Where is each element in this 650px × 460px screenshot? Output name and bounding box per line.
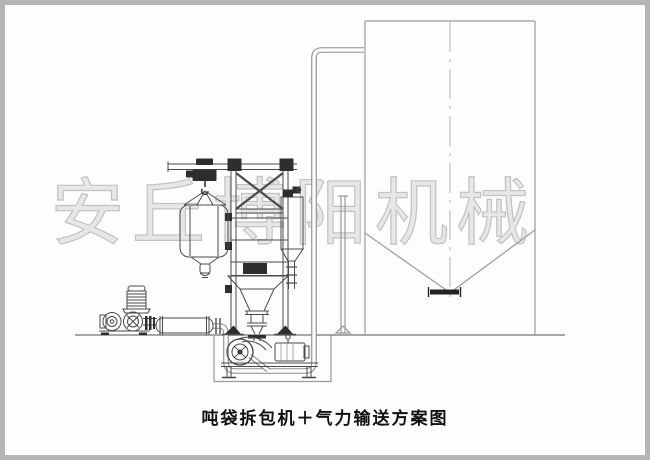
pipe-support-post <box>334 195 352 334</box>
discharge-cone <box>239 288 275 312</box>
frame-foot <box>225 325 241 334</box>
collector-fan-icon <box>292 186 301 194</box>
storage-silo <box>364 20 536 335</box>
rotary-feeder-pump <box>221 334 318 379</box>
caption-text: 吨袋拆包机＋气力输送方案图 <box>201 409 449 428</box>
roots-blower <box>99 285 157 335</box>
intake-silencer-stack <box>122 285 151 314</box>
vibrator-motor <box>243 263 267 274</box>
silo-discharge-gate <box>427 287 462 297</box>
silo-cone-right <box>450 229 536 293</box>
pump-volute <box>237 336 273 351</box>
dust-collector <box>280 186 304 289</box>
frame-columns <box>230 171 289 330</box>
silo-cone-left <box>364 232 450 293</box>
station-body <box>231 217 288 276</box>
pump-base <box>221 362 318 367</box>
conveying-pipe <box>213 47 364 374</box>
pipe-flange <box>215 318 221 334</box>
cross-brace <box>235 172 284 210</box>
unpacker-frame <box>167 158 297 336</box>
hopper-skirt <box>226 275 290 290</box>
frame-foot <box>277 325 293 334</box>
pump-motor <box>274 342 306 362</box>
ton-bag <box>179 190 229 278</box>
air-receiver-tank <box>155 316 214 335</box>
electric-hoist <box>186 158 217 196</box>
pump-pit <box>213 335 332 383</box>
bag-spout <box>199 263 211 274</box>
